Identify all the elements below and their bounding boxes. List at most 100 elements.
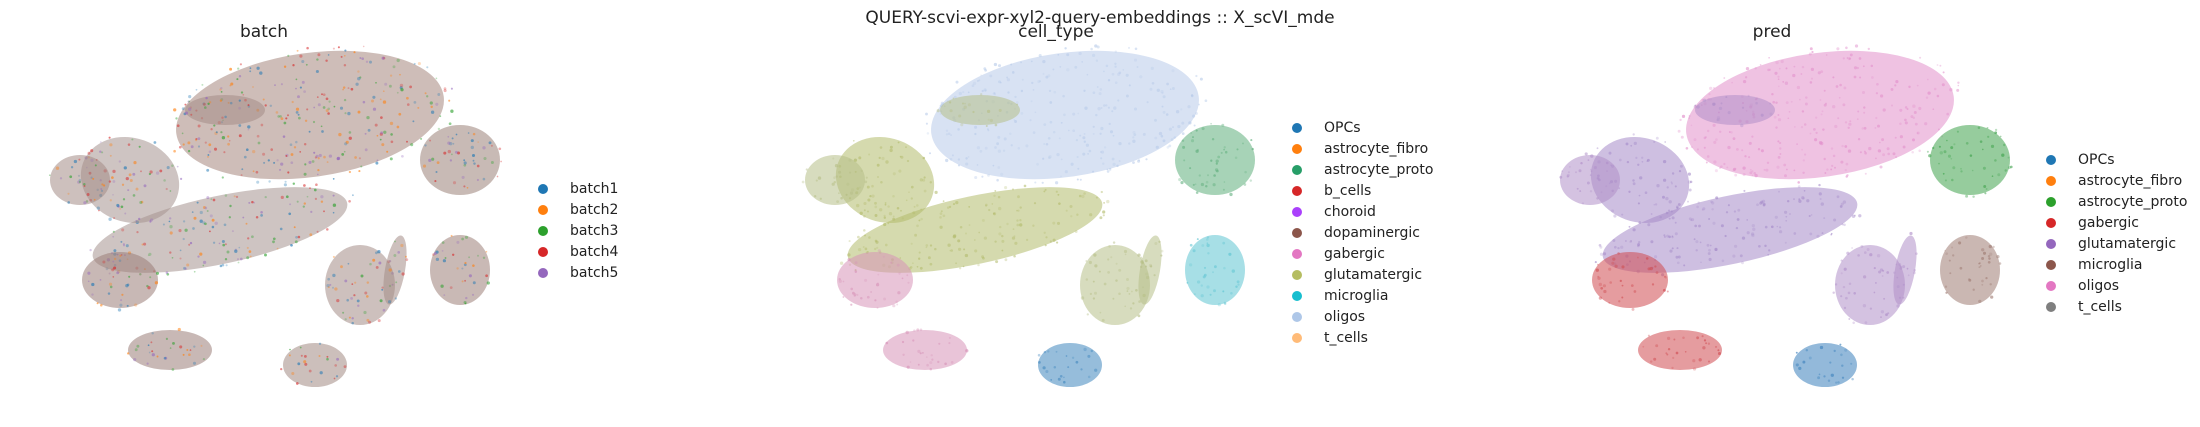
data-point [406, 96, 409, 100]
data-point [1006, 222, 1009, 226]
data-point [116, 271, 120, 275]
data-point [447, 149, 451, 154]
data-point [815, 179, 818, 182]
data-point [1669, 249, 1673, 253]
data-point [125, 284, 129, 288]
data-point [1052, 68, 1055, 71]
data-point [1620, 245, 1624, 249]
data-point [380, 131, 384, 135]
data-point [892, 215, 895, 218]
data-point [125, 176, 129, 181]
data-point [299, 54, 303, 58]
data-point [237, 67, 240, 70]
data-point [1944, 285, 1948, 288]
data-point [1696, 105, 1700, 109]
data-point [1793, 126, 1796, 128]
data-point [1056, 152, 1060, 157]
data-point [119, 303, 123, 307]
data-point [1838, 96, 1841, 99]
data-point [1189, 243, 1193, 247]
data-point [1775, 126, 1778, 129]
data-point [273, 161, 276, 164]
data-point [334, 364, 338, 367]
data-point [1926, 150, 1929, 153]
data-point [477, 254, 479, 257]
legend-label: batch1 [570, 180, 619, 197]
data-point [1727, 204, 1730, 207]
data-point [393, 254, 397, 257]
data-point [341, 153, 345, 156]
data-point [206, 168, 210, 172]
data-point [1141, 260, 1144, 264]
cluster-density [1590, 136, 1690, 224]
data-point [1100, 126, 1104, 131]
data-point [280, 367, 283, 371]
data-point [486, 281, 490, 285]
data-point [1846, 251, 1850, 255]
data-point [187, 100, 190, 103]
data-point [889, 148, 893, 153]
data-point [1001, 249, 1004, 252]
data-point [1166, 82, 1169, 86]
data-point [347, 262, 350, 265]
data-point [1849, 53, 1853, 57]
data-point [1052, 221, 1056, 225]
data-point [1020, 89, 1024, 93]
data-point [260, 214, 263, 217]
data-point [981, 255, 985, 259]
data-point [1049, 120, 1053, 124]
data-point [277, 115, 280, 118]
data-point [1816, 234, 1820, 238]
data-point [1598, 282, 1602, 287]
data-point [1618, 300, 1621, 303]
data-point [1045, 75, 1049, 79]
data-point [877, 273, 880, 276]
data-point [968, 206, 971, 208]
data-point [1946, 139, 1948, 142]
data-point [1611, 209, 1615, 213]
legend-label: b_cells [1324, 182, 1372, 199]
data-point [1012, 228, 1015, 230]
data-point [111, 176, 114, 179]
data-point [831, 182, 835, 186]
legend-marker [1292, 269, 1302, 280]
data-point [304, 119, 308, 123]
data-point [1981, 257, 1985, 260]
data-point [165, 187, 168, 191]
data-point [926, 363, 929, 367]
data-point [1057, 53, 1060, 56]
data-point [91, 282, 95, 287]
data-point [426, 66, 429, 69]
data-point [327, 54, 330, 56]
data-point [237, 261, 240, 264]
data-point [1108, 245, 1111, 248]
data-point [1758, 244, 1761, 248]
data-point [1701, 98, 1704, 101]
data-point [189, 349, 192, 351]
data-point [188, 100, 191, 103]
data-point [1675, 351, 1679, 355]
data-point [1919, 56, 1922, 59]
data-point [1789, 213, 1791, 215]
data-point [184, 103, 187, 106]
data-point [305, 63, 308, 66]
cluster-density [1793, 343, 1857, 387]
data-point [1795, 351, 1798, 354]
data-point [1004, 186, 1008, 190]
data-point [1735, 147, 1739, 151]
data-point [168, 220, 171, 223]
data-point [1645, 257, 1649, 260]
data-point [1716, 117, 1721, 122]
data-point [1146, 101, 1149, 104]
data-point [946, 206, 950, 209]
data-point [967, 103, 971, 107]
data-point [1118, 292, 1121, 296]
data-point [1056, 221, 1061, 225]
data-point [952, 97, 955, 100]
data-point [490, 144, 493, 147]
data-point [952, 203, 956, 206]
data-point [343, 54, 346, 57]
data-point [87, 151, 91, 155]
data-point [1880, 94, 1884, 98]
data-point [228, 139, 231, 142]
